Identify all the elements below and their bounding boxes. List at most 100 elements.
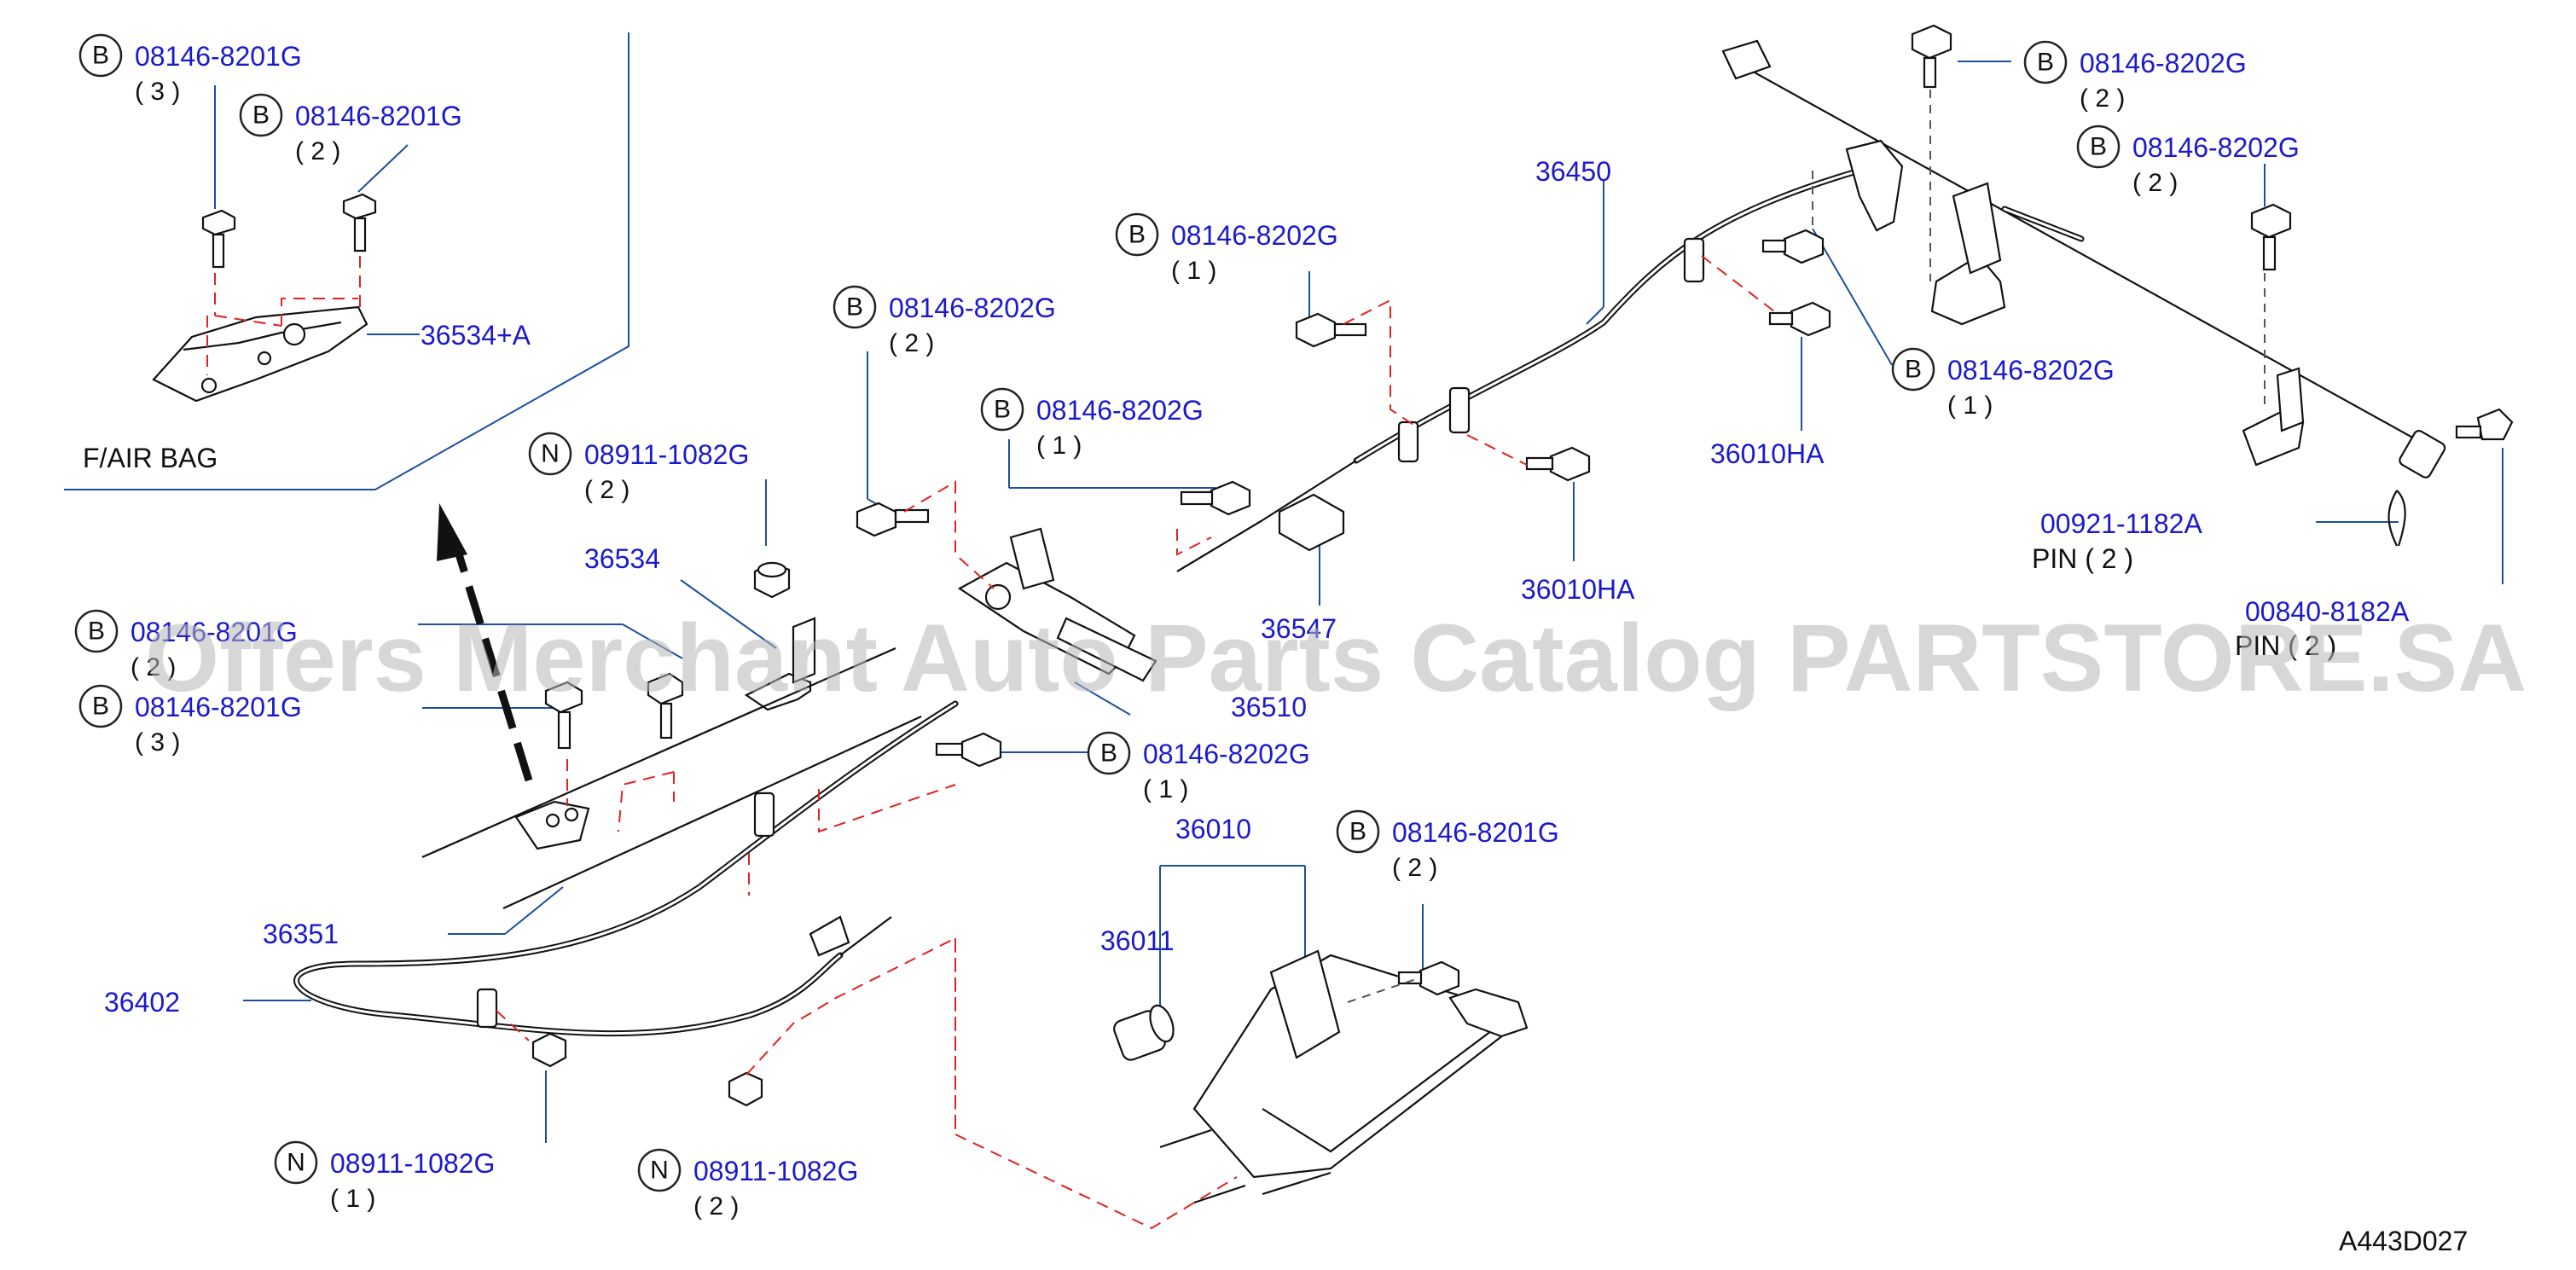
svg-text:08146-8202G: 08146-8202G	[1036, 395, 1204, 426]
svg-text:B: B	[92, 42, 109, 70]
svg-text:( 3 ): ( 3 )	[135, 728, 180, 757]
inset-caption: F/AIR BAG	[83, 443, 218, 473]
inset-bolt-a	[201, 209, 236, 269]
bracket-36534	[744, 617, 816, 711]
callout-08146-8202G-mid-1[interactable]: B 08146-8202G ( 1 )	[980, 387, 1204, 460]
callout-08146-8201G-pedal-2[interactable]: B 08146-8201G ( 2 )	[1336, 809, 1559, 882]
svg-text:B: B	[2037, 49, 2054, 77]
fasteners	[531, 24, 2514, 1107]
callout-36351[interactable]: 36351	[263, 919, 339, 949]
svg-text:( 2 ): ( 2 )	[1392, 854, 1437, 882]
callout-08146-8202G-right-1[interactable]: B 08146-8202G ( 1 )	[1891, 347, 2115, 420]
airbag-inset	[64, 32, 629, 490]
svg-text:B: B	[1905, 356, 1922, 384]
callout-36534A[interactable]: 36534+A	[421, 320, 531, 351]
callout-08146-8202G-lower-1[interactable]: B 08146-8202G ( 1 )	[1087, 731, 1310, 803]
front-cable-36402	[293, 700, 959, 1037]
svg-text:B: B	[88, 618, 105, 646]
svg-text:36534+A: 36534+A	[421, 320, 531, 351]
bushing-36011	[1113, 1004, 1175, 1061]
svg-text:08146-8202G: 08146-8202G	[1947, 355, 2115, 386]
svg-text:( 1 ): ( 1 )	[1947, 391, 1993, 420]
svg-text:08911-1082G: 08911-1082G	[693, 1156, 858, 1186]
callout-36402[interactable]: 36402	[104, 987, 180, 1018]
callout-36450[interactable]: 36450	[1535, 156, 1611, 187]
svg-text:( 1 ): ( 1 )	[1143, 775, 1188, 803]
svg-text:B: B	[2090, 133, 2107, 161]
svg-text:08146-8201G: 08146-8201G	[135, 41, 302, 72]
svg-text:B: B	[1100, 739, 1117, 768]
svg-text:( 2 ): ( 2 )	[295, 137, 340, 165]
svg-text:36510: 36510	[1231, 692, 1307, 722]
callout-08911-1082G-top-2[interactable]: N 08911-1082G ( 2 )	[528, 432, 749, 504]
leader-lines	[214, 61, 2503, 1143]
callout-08146-8201G-inset-2[interactable]: B 08146-8201G ( 2 )	[239, 93, 462, 165]
svg-text:36547: 36547	[1261, 613, 1337, 644]
callout-08911-1082G-bottom-2[interactable]: N 08911-1082G ( 2 )	[637, 1148, 858, 1221]
svg-text:00921-1182A: 00921-1182A	[2040, 508, 2202, 539]
svg-text:B: B	[1349, 818, 1366, 846]
callout-00921-1182A[interactable]: 00921-1182A PIN ( 2 )	[2032, 508, 2202, 574]
svg-text:00840-8182A: 00840-8182A	[2245, 596, 2410, 627]
svg-text:( 2 ): ( 2 )	[131, 653, 176, 681]
callout-08146-8202G-top-1[interactable]: B 08146-8202G ( 1 )	[1115, 212, 1338, 285]
callout-08146-8201G-left-2[interactable]: B 08146-8201G ( 2 )	[74, 609, 298, 681]
callout-00840-8182A[interactable]: 00840-8182A PIN ( 2 )	[2235, 596, 2410, 661]
svg-text:08146-8202G: 08146-8202G	[1171, 220, 1338, 251]
inset-border	[64, 32, 629, 490]
pedal-assembly-36010	[1159, 949, 1529, 1204]
callout-08146-8202G-right-2[interactable]: B 08146-8202G ( 2 )	[2076, 125, 2300, 197]
svg-text:( 2 ): ( 2 )	[693, 1192, 739, 1221]
callout-36534[interactable]: 36534	[584, 543, 660, 574]
svg-text:36011: 36011	[1100, 925, 1175, 956]
callout-36011[interactable]: 36011	[1100, 925, 1175, 956]
svg-text:B: B	[252, 101, 270, 130]
callout-36547[interactable]: 36547	[1261, 613, 1337, 644]
cable-clips	[476, 237, 1705, 1029]
svg-text:B: B	[92, 693, 109, 721]
svg-text:36010: 36010	[1175, 814, 1251, 844]
svg-text:08146-8202G: 08146-8202G	[2080, 48, 2247, 78]
callout-36510[interactable]: 36510	[1231, 692, 1307, 722]
svg-text:08146-8201G: 08146-8201G	[135, 692, 302, 722]
guide-36547	[1278, 493, 1345, 552]
direction-arrow	[437, 503, 533, 782]
svg-text:B: B	[1128, 221, 1146, 249]
svg-text:B: B	[846, 293, 863, 322]
equalizer-36510	[957, 527, 1157, 682]
mount-bracket-right-a	[1845, 139, 2006, 326]
pin-00921	[2387, 490, 2406, 547]
callout-08146-8202G-left-2[interactable]: B 08146-8202G ( 2 )	[833, 285, 1056, 357]
svg-text:N: N	[287, 1149, 305, 1177]
callout-36010HA-right[interactable]: 36010HA	[1710, 438, 1825, 469]
watermark: Offers Merchant Auto Parts Catalog PARTS…	[145, 605, 2527, 711]
svg-text:( 1 ): ( 1 )	[1171, 257, 1216, 285]
svg-text:36402: 36402	[104, 987, 180, 1018]
callout-36010HA-mid[interactable]: 36010HA	[1521, 574, 1635, 605]
right-rear-cable	[1721, 39, 2446, 478]
svg-text:36010HA: 36010HA	[1521, 574, 1635, 605]
inset-dashes	[214, 256, 361, 327]
svg-text:( 3 ): ( 3 )	[135, 78, 180, 106]
callout-labels: B 08146-8201G ( 3 ) B 08146-8201G ( 2 ) …	[74, 33, 2468, 1256]
svg-text:08146-8202G: 08146-8202G	[889, 293, 1056, 323]
svg-text:08146-8202G: 08146-8202G	[1143, 739, 1310, 769]
bracket-36351	[421, 647, 922, 909]
callout-36010[interactable]: 36010	[1175, 814, 1251, 844]
svg-text:36010HA: 36010HA	[1710, 438, 1825, 469]
callout-08146-8202G-upper-right-2[interactable]: B 08146-8202G ( 2 )	[2023, 40, 2247, 113]
svg-text:08911-1082G: 08911-1082G	[330, 1148, 495, 1179]
inset-bolt-b	[342, 193, 377, 252]
callout-08911-1082G-bottom-1[interactable]: N 08911-1082G ( 1 )	[274, 1140, 495, 1213]
svg-text:( 2 ): ( 2 )	[584, 476, 629, 504]
svg-text:36534: 36534	[584, 543, 660, 574]
callout-08146-8201G-left-3[interactable]: B 08146-8201G ( 3 )	[78, 684, 302, 757]
callout-08146-8201G-inset-3[interactable]: B 08146-8201G ( 3 )	[78, 33, 302, 106]
svg-text:08146-8201G: 08146-8201G	[1392, 817, 1559, 848]
svg-text:( 1 ): ( 1 )	[330, 1185, 375, 1213]
svg-text:N: N	[541, 440, 560, 468]
svg-text:PIN ( 2 ): PIN ( 2 )	[2235, 630, 2336, 661]
assembly-dashes	[496, 90, 2266, 1230]
